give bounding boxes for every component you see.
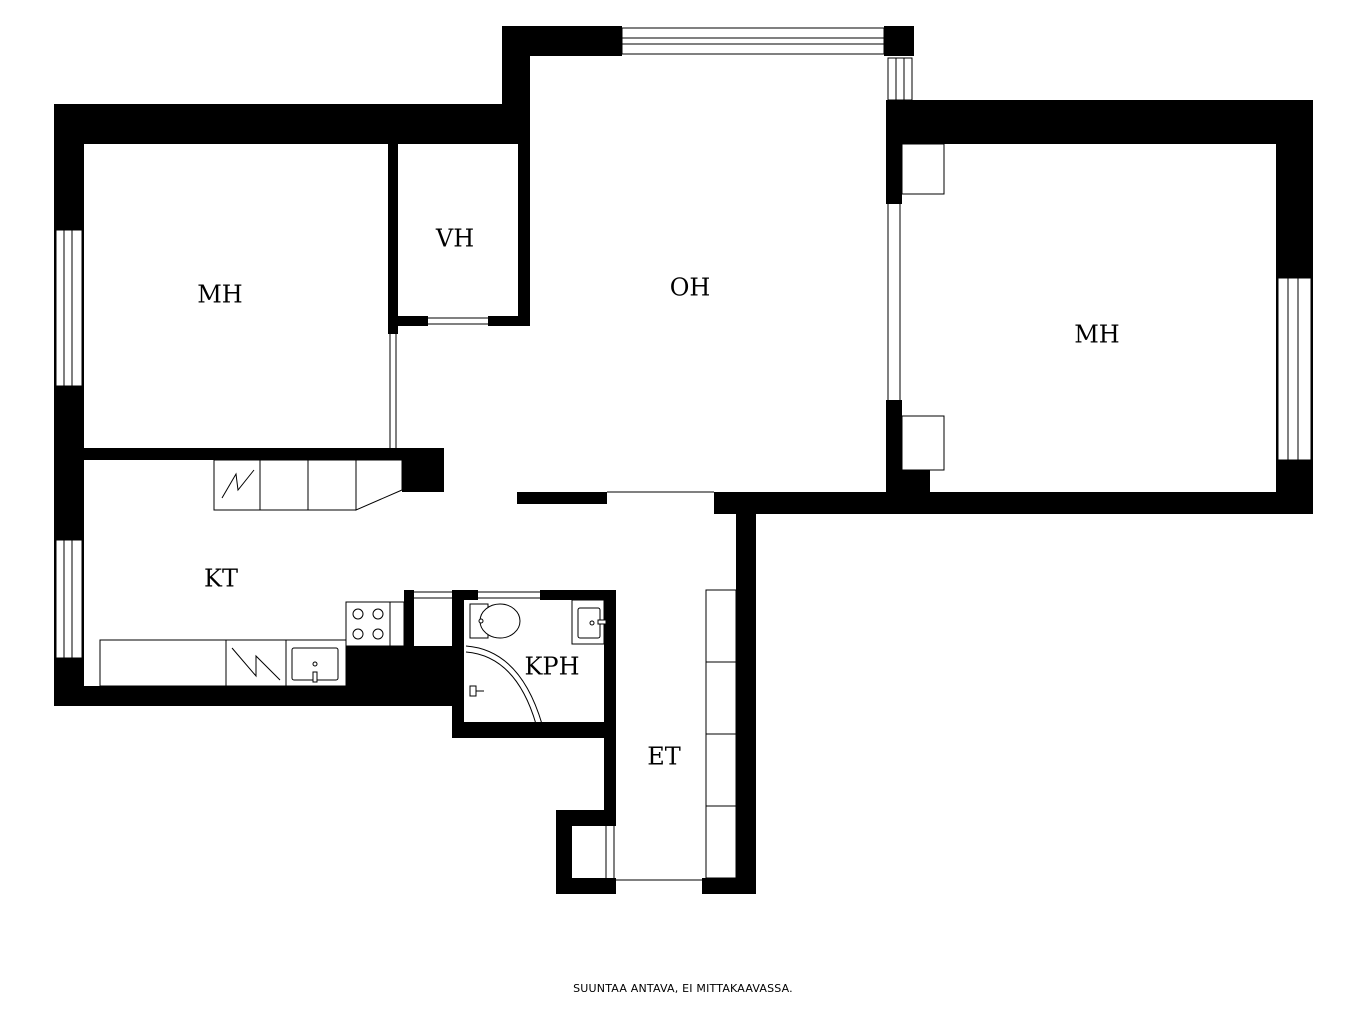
room-label-bedroom-left: MH — [197, 281, 243, 309]
room-label-entrance-hall: ET — [647, 743, 681, 771]
room-label-walk-in-closet: VH — [435, 225, 474, 253]
windows — [55, 27, 1312, 659]
room-label-living-room: OH — [670, 274, 711, 302]
room-label-kitchen: KT — [204, 565, 238, 593]
walls — [54, 26, 1313, 894]
room-label-bathroom: KPH — [524, 653, 579, 681]
fixtures — [99, 143, 945, 879]
disclaimer-note: SUUNTAA ANTAVA, EI MITTAKAAVASSA. — [573, 982, 793, 995]
openings — [389, 204, 901, 881]
room-label-bedroom-right: MH — [1074, 321, 1120, 349]
